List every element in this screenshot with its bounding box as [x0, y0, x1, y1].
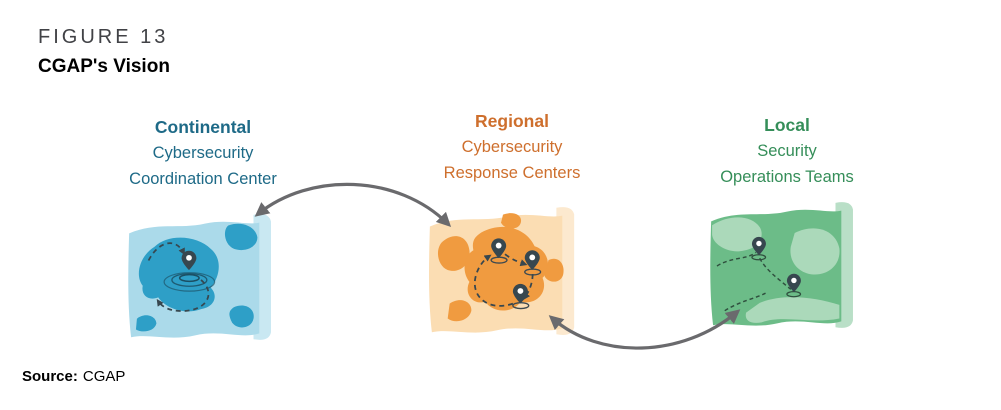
dashed-routes — [147, 242, 210, 312]
heading-continental: Continental Cybersecurity Coordination C… — [108, 114, 298, 192]
heading-regional: Regional Cybersecurity Response Centers — [412, 108, 612, 186]
ripples — [163, 272, 216, 292]
source-label: Source: — [22, 368, 78, 385]
regional-map-illustration — [428, 207, 575, 335]
heading-local: Local Security Operations Teams — [692, 112, 882, 190]
arrow-regional-local — [548, 309, 741, 350]
heading-continental-line1: Continental — [154, 117, 252, 137]
heading-continental-line3: Coordination Center — [129, 170, 277, 188]
source-value: CGAP — [82, 368, 126, 385]
figure-title: CGAP's Vision — [38, 56, 170, 77]
heading-regional-line1: Regional — [475, 111, 549, 131]
heading-continental-line2: Cybersecurity — [152, 144, 254, 162]
continental-map-illustration — [128, 214, 271, 340]
heading-local-line2: Security — [757, 142, 817, 160]
local-map-illustration — [710, 202, 853, 328]
heading-local-line3: Operations Teams — [720, 168, 854, 186]
arrow-continental-regional — [254, 182, 452, 228]
dashed-trails — [716, 251, 792, 312]
heading-regional-line2: Cybersecurity — [461, 138, 563, 156]
heading-regional-line3: Response Centers — [443, 164, 581, 182]
figure-label: FIGURE 13 — [38, 26, 169, 48]
heading-local-line1: Local — [764, 115, 810, 135]
terrain-patches — [712, 217, 840, 323]
dashed-routes — [473, 253, 534, 307]
source-note: Source:CGAP — [22, 368, 125, 385]
